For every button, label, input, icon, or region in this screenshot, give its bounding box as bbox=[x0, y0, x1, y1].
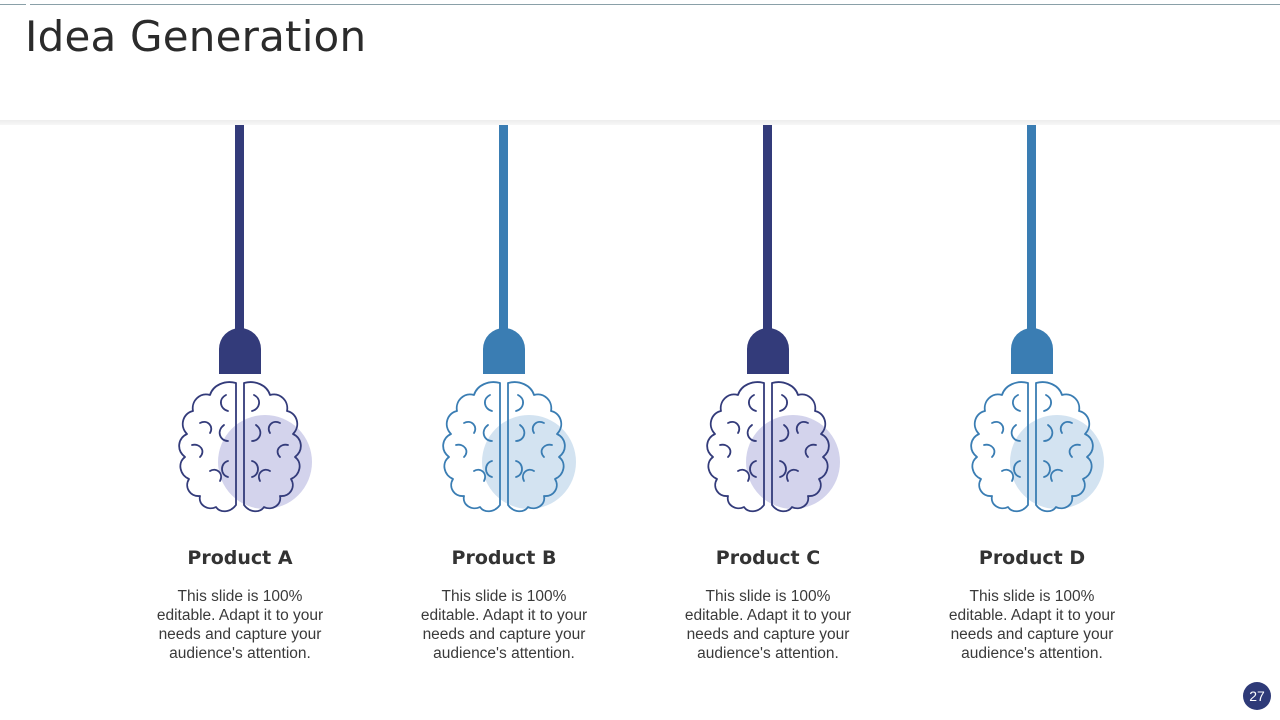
product-c-card: Product C This slide is 100% editable. A… bbox=[668, 125, 868, 685]
brain-bulb-icon bbox=[442, 125, 576, 513]
header-divider bbox=[0, 120, 1280, 125]
product-a-title: Product A bbox=[187, 547, 293, 569]
product-d-title: Product D bbox=[978, 547, 1086, 569]
product-a-description: This slide is 100% editable. Adapt it to… bbox=[156, 588, 324, 662]
product-d-card: Product D This slide is 100% editable. A… bbox=[932, 125, 1132, 685]
glow-circle bbox=[746, 415, 840, 509]
cord-line bbox=[499, 125, 508, 335]
top-accent-line bbox=[0, 4, 26, 5]
socket-cap bbox=[219, 328, 261, 374]
glow-circle bbox=[482, 415, 576, 509]
brain-bulb-icon bbox=[178, 125, 312, 513]
cord-line bbox=[763, 125, 772, 335]
top-divider-line bbox=[30, 4, 1280, 5]
product-b-description: This slide is 100% editable. Adapt it to… bbox=[420, 588, 588, 662]
product-d-description: This slide is 100% editable. Adapt it to… bbox=[948, 588, 1116, 662]
glow-circle bbox=[1010, 415, 1104, 509]
brain-outline bbox=[178, 381, 302, 513]
product-c-title: Product C bbox=[715, 547, 821, 569]
product-b-card: Product B This slide is 100% editable. A… bbox=[404, 125, 604, 685]
brain-bulb-icon bbox=[706, 125, 840, 513]
socket-cap bbox=[747, 328, 789, 374]
socket-cap bbox=[483, 328, 525, 374]
brain-bulb-icon bbox=[970, 125, 1104, 513]
product-c-description: This slide is 100% editable. Adapt it to… bbox=[684, 588, 852, 662]
glow-circle bbox=[218, 415, 312, 509]
product-a-card: Product A This slide is 100% editable. A… bbox=[140, 125, 340, 685]
cord-line bbox=[1027, 125, 1036, 335]
page-number-badge: 27 bbox=[1243, 682, 1271, 710]
brain-outline bbox=[970, 381, 1094, 513]
product-b-title: Product B bbox=[451, 547, 557, 569]
brain-outline bbox=[442, 381, 566, 513]
cord-line bbox=[235, 125, 244, 335]
brain-outline bbox=[706, 381, 830, 513]
socket-cap bbox=[1011, 328, 1053, 374]
slide-title: Idea Generation bbox=[25, 12, 367, 61]
